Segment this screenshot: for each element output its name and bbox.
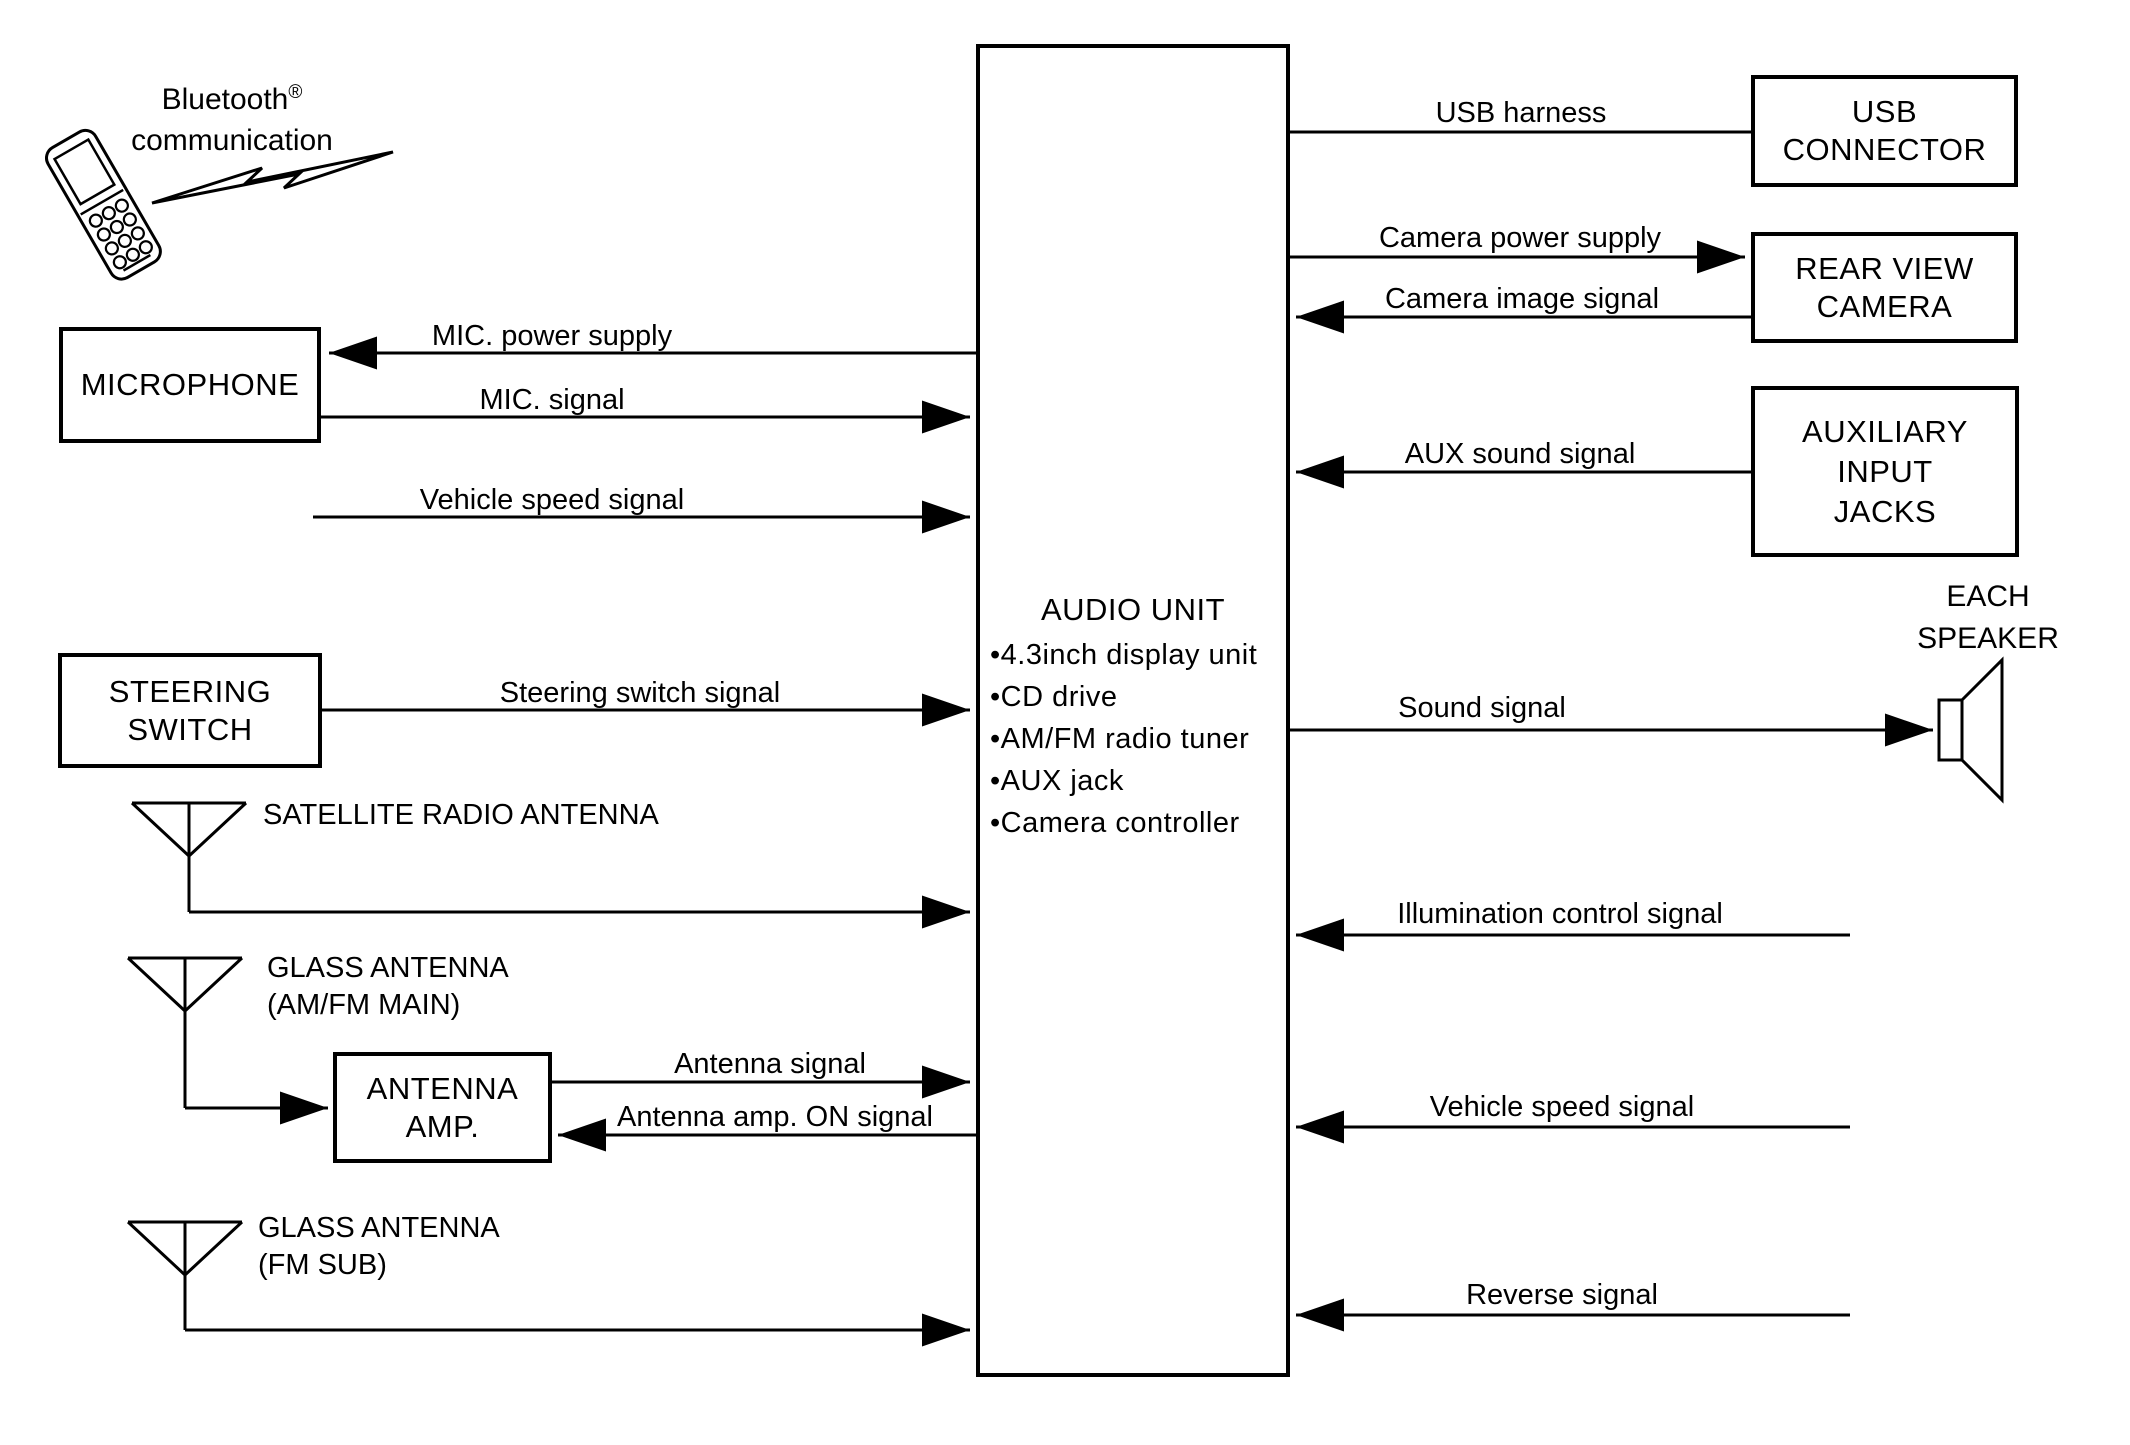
steering-switch-signal-label: Steering switch signal — [499, 677, 781, 709]
glass-sub-antenna-label: GLASS ANTENNA (FM SUB) — [258, 1212, 500, 1281]
antenna-signal-label: Antenna signal — [674, 1048, 866, 1080]
vehicle-speed-left-label: Vehicle speed signal — [419, 484, 685, 516]
audio-unit-box: AUDIO UNIT •4.3inch display unit •CD dri… — [976, 44, 1290, 1377]
each-speaker-label: EACH SPEAKER — [1917, 580, 2059, 655]
audio-unit-feature: •AM/FM radio tuner — [990, 723, 1250, 755]
usb-connector-box: USB CONNECTOR — [1751, 75, 2018, 187]
steering-switch-box: STEERING SWITCH — [58, 653, 322, 768]
camera-image-label: Camera image signal — [1384, 283, 1660, 315]
mic-power-label: MIC. power supply — [431, 320, 673, 352]
illumination-label: Illumination control signal — [1397, 898, 1723, 930]
antenna-amp-box: ANTENNA AMP. — [333, 1052, 552, 1163]
aux-sound-label: AUX sound signal — [1404, 438, 1636, 470]
usb-harness-label: USB harness — [1435, 97, 1607, 129]
satellite-antenna-icon — [130, 801, 248, 912]
microphone-box: MICROPHONE — [59, 327, 321, 443]
audio-unit-feature: •Camera controller — [990, 807, 1240, 839]
mobile-phone-icon — [45, 128, 162, 281]
audio-unit-feature: •CD drive — [990, 681, 1118, 713]
mic-signal-label: MIC. signal — [479, 384, 625, 416]
glass-sub-antenna-icon — [126, 1220, 244, 1330]
speaker-icon — [1937, 656, 2004, 804]
audio-unit-title: AUDIO UNIT — [1040, 592, 1226, 627]
aux-input-jacks-box: AUXILIARY INPUT JACKS — [1751, 386, 2019, 557]
camera-power-label: Camera power supply — [1378, 222, 1662, 254]
sound-signal-label: Sound signal — [1398, 692, 1566, 724]
audio-unit-feature-list: •4.3inch display unit •CD drive •AM/FM r… — [990, 634, 1284, 844]
antenna-amp-on-label: Antenna amp. ON signal — [617, 1101, 933, 1133]
rear-view-camera-box: REAR VIEW CAMERA — [1751, 232, 2018, 343]
satellite-antenna-label: SATELLITE RADIO ANTENNA — [263, 799, 659, 831]
audio-unit-feature: •4.3inch display unit — [990, 639, 1258, 671]
reverse-signal-label: Reverse signal — [1466, 1279, 1658, 1311]
glass-main-antenna-label: GLASS ANTENNA (AM/FM MAIN) — [267, 952, 509, 1021]
bluetooth-caption-line1: Bluetooth® — [161, 82, 303, 116]
audio-unit-feature: •AUX jack — [990, 765, 1124, 797]
bluetooth-caption: Bluetooth® communication — [131, 72, 333, 161]
vehicle-speed-right-label: Vehicle speed signal — [1429, 1091, 1695, 1123]
lightning-bolt-icon — [151, 150, 394, 205]
glass-main-antenna-icon — [126, 956, 244, 1108]
bluetooth-caption-line2: communication — [131, 124, 333, 157]
